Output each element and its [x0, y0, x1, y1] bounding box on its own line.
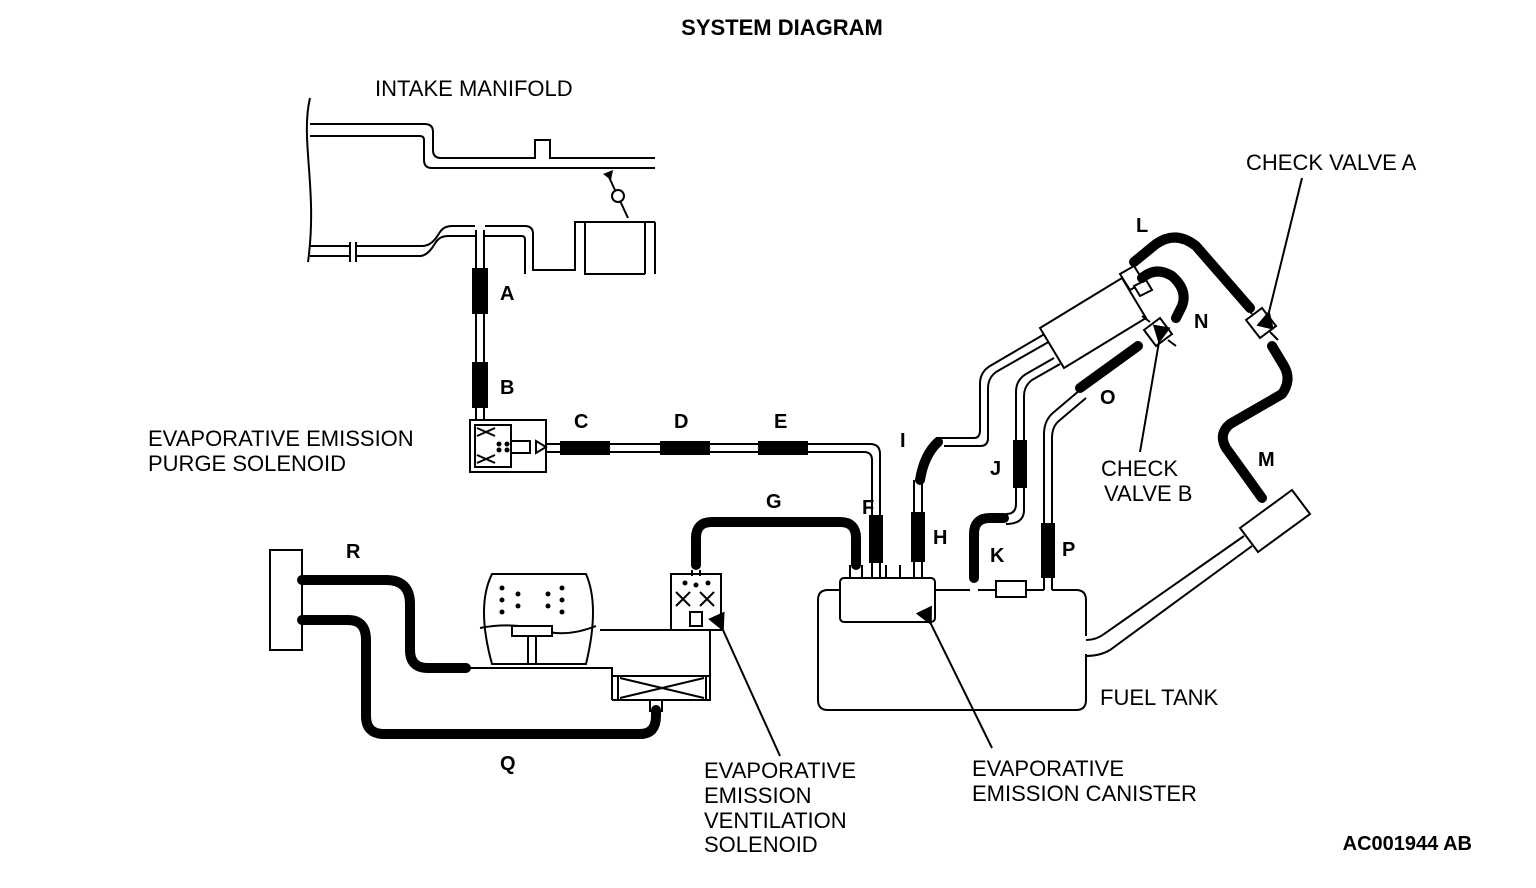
hose-label-o: O	[1100, 387, 1116, 409]
diagram-title: SYSTEM DIAGRAM	[681, 15, 883, 40]
ventilation-solenoid-label-3: VENTILATION	[704, 808, 847, 833]
evaporative-emission-canister: EVAPORATIVE EMISSION CANISTER	[839, 560, 1197, 806]
hose-label-b: B	[500, 377, 514, 399]
check-valve-b: CHECK VALVE B	[1101, 315, 1192, 506]
hose-label-n: N	[1194, 311, 1208, 333]
hose-label-i: I	[900, 430, 906, 452]
hose-label-d: D	[674, 411, 688, 433]
hose-label-q: Q	[500, 753, 516, 775]
canister-label-2: EMISSION CANISTER	[972, 781, 1197, 806]
fuel-filler-inlet	[269, 549, 303, 651]
purge-solenoid: EVAPORATIVE EMISSION PURGE SOLENOID	[148, 419, 548, 476]
hose-label-p: P	[1062, 539, 1075, 561]
check-valve-a-label: CHECK VALVE A	[1246, 150, 1417, 175]
hose-a	[472, 268, 488, 314]
hose-label-l: L	[1136, 215, 1148, 237]
ventilation-solenoid-label-1: EVAPORATIVE	[704, 758, 856, 783]
canister-label-1: EVAPORATIVE	[972, 756, 1124, 781]
air-filter-housing	[466, 573, 711, 712]
figure-id: AC001944 AB	[1343, 833, 1472, 855]
intake-manifold: INTAKE MANIFOLD	[305, 76, 656, 275]
hose-label-j: J	[990, 458, 1001, 480]
hose-label-a: A	[500, 283, 514, 305]
evaporative-emission-ventilation-solenoid: EVAPORATIVE EMISSION VENTILATION SOLENOI…	[670, 570, 856, 857]
hose-b	[472, 362, 488, 408]
intake-manifold-label: INTAKE MANIFOLD	[375, 76, 573, 101]
fuel-tank-label: FUEL TANK	[1100, 685, 1219, 710]
hose-label-f: F	[862, 497, 874, 519]
hose-label-m: M	[1258, 449, 1275, 471]
check-valve-a: CHECK VALVE A	[1244, 150, 1417, 341]
hose-h	[911, 512, 925, 562]
hose-label-r: R	[346, 541, 361, 563]
hose-c	[560, 441, 610, 455]
hose-label-g: G	[766, 491, 782, 513]
tank-vent-fitting	[1085, 488, 1312, 657]
hose-label-h: H	[933, 527, 947, 549]
hose-f	[869, 515, 883, 563]
check-valve-b-label-2: VALVE B	[1104, 481, 1192, 506]
ventilation-solenoid-label-4: SOLENOID	[704, 832, 818, 857]
hose-label-c: C	[574, 411, 588, 433]
fuel-tank: FUEL TANK	[817, 580, 1219, 711]
hose-label-e: E	[774, 411, 787, 433]
purge-solenoid-label-2: PURGE SOLENOID	[148, 451, 346, 476]
check-valve-b-label-1: CHECK	[1101, 456, 1178, 481]
ventilation-solenoid-label-2: EMISSION	[704, 783, 812, 808]
purge-solenoid-label-1: EVAPORATIVE EMISSION	[148, 426, 414, 451]
hose-label-k: K	[990, 545, 1005, 567]
hose-p	[1041, 523, 1055, 578]
hose-d	[660, 441, 710, 455]
hose-e	[758, 441, 808, 455]
hose-j	[1013, 440, 1027, 488]
